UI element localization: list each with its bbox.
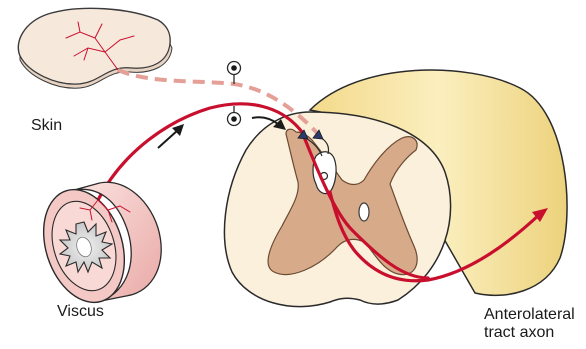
signal-direction-arrow-1 bbox=[158, 124, 184, 148]
tract-label-line-2: tract axon bbox=[484, 324, 575, 342]
visceral-dorsal-root-ganglion bbox=[228, 106, 241, 126]
viscus-label: Viscus bbox=[57, 302, 104, 321]
skin-patch bbox=[18, 8, 172, 88]
central-canal bbox=[359, 203, 369, 221]
skin-label: Skin bbox=[31, 116, 62, 135]
anterolateral-tract-label: Anterolateral tract axon bbox=[484, 306, 575, 342]
skin-dorsal-root-ganglion bbox=[228, 62, 241, 85]
viscus bbox=[30, 179, 161, 313]
tract-label-line-1: Anterolateral bbox=[484, 306, 575, 324]
